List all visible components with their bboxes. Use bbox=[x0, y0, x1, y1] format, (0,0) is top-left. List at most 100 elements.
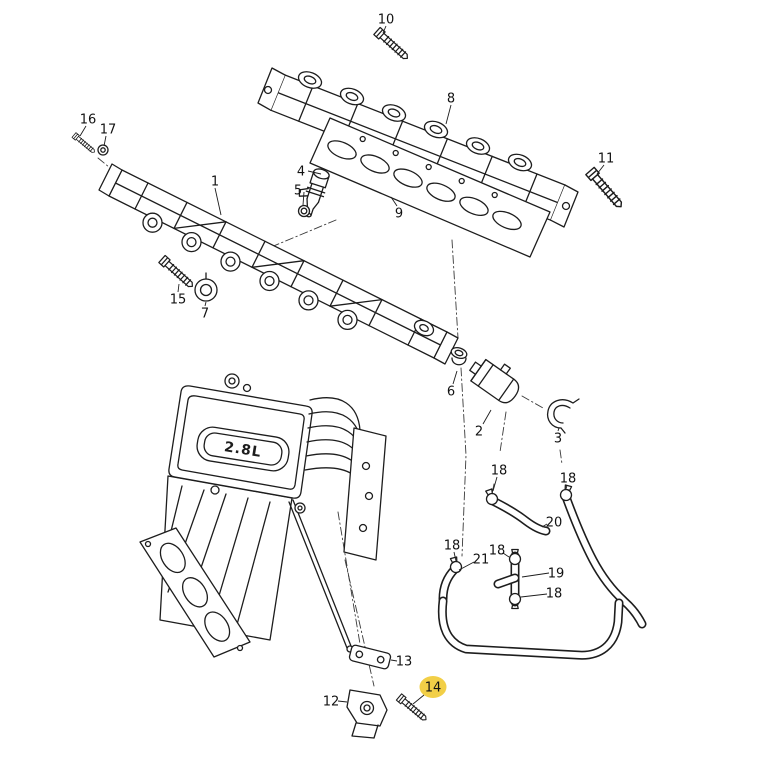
hose-right bbox=[561, 492, 647, 629]
callout-13-22: 13 bbox=[390, 655, 413, 670]
seal-cup bbox=[450, 346, 468, 366]
callout-label-18: 18 bbox=[489, 544, 506, 559]
intake-runners bbox=[304, 397, 371, 511]
callout-leader bbox=[204, 301, 207, 307]
callout-18-21: 18 bbox=[520, 587, 562, 602]
callout-18-14: 18 bbox=[491, 464, 508, 492]
sealing-cap bbox=[194, 272, 218, 302]
callout-label-9: 9 bbox=[395, 207, 403, 222]
callout-7-10: 7 bbox=[201, 301, 209, 322]
callout-11-4: 11 bbox=[596, 152, 615, 175]
callout-14-24: 14 bbox=[412, 676, 447, 705]
bolt-10 bbox=[373, 26, 412, 63]
runner-flange bbox=[343, 427, 387, 561]
callout-2-12: 2 bbox=[475, 409, 492, 440]
callout-label-14: 14 bbox=[425, 681, 442, 696]
hose-bottom bbox=[437, 596, 624, 660]
hose-20 bbox=[488, 496, 551, 536]
callout-leader bbox=[492, 476, 498, 492]
callout-label-18: 18 bbox=[444, 539, 461, 554]
callout-label-18: 18 bbox=[491, 464, 508, 479]
callout-19-20: 19 bbox=[521, 567, 565, 582]
callout-label-10: 10 bbox=[378, 13, 395, 28]
support-rod bbox=[288, 499, 352, 649]
callout-3-13: 3 bbox=[554, 427, 562, 447]
callout-leader bbox=[453, 551, 457, 562]
engine-badge-plate: 2.8L bbox=[196, 426, 290, 472]
callout-label-11: 11 bbox=[598, 152, 615, 167]
bolt-14 bbox=[395, 693, 430, 724]
bracket-12 bbox=[346, 689, 388, 739]
callout-18-18: 18 bbox=[489, 544, 510, 559]
callout-leader bbox=[177, 283, 180, 293]
callout-leader bbox=[103, 135, 107, 147]
callout-label-17: 17 bbox=[100, 123, 117, 138]
callout-18-15: 18 bbox=[560, 472, 577, 490]
hose-21 bbox=[438, 564, 460, 604]
callout-leader bbox=[214, 187, 222, 216]
callout-leader bbox=[445, 104, 452, 125]
callout-15-9: 15 bbox=[170, 283, 186, 308]
callout-label-2: 2 bbox=[475, 425, 483, 440]
callout-8-3: 8 bbox=[445, 92, 455, 125]
upper-intake-manifold bbox=[257, 67, 579, 228]
callout-leader bbox=[382, 25, 387, 34]
fuel-rail bbox=[98, 163, 459, 365]
callout-leader bbox=[412, 694, 425, 705]
callout-leader bbox=[521, 572, 550, 578]
bolt-16 bbox=[71, 132, 97, 155]
callout-label-18: 18 bbox=[560, 472, 577, 487]
callout-5-7: 5 bbox=[294, 184, 305, 206]
callout-9-8: 9 bbox=[390, 196, 403, 222]
callout-label-5: 5 bbox=[294, 184, 302, 199]
intake-flange-plate bbox=[309, 117, 551, 258]
engine-badge: 2.8L bbox=[223, 439, 263, 461]
callout-20-16: 20 bbox=[541, 516, 563, 531]
callout-leader bbox=[541, 523, 548, 528]
callout-label-13: 13 bbox=[396, 655, 413, 670]
callout-leader bbox=[502, 552, 510, 558]
callout-leader bbox=[596, 164, 605, 175]
callout-leader bbox=[452, 370, 458, 385]
callout-label-4: 4 bbox=[297, 165, 305, 180]
callout-label-16: 16 bbox=[80, 113, 97, 128]
fuel-pressure-regulator bbox=[469, 358, 520, 404]
callout-4-6: 4 bbox=[297, 165, 322, 180]
callout-leader bbox=[390, 196, 398, 207]
callout-label-8: 8 bbox=[447, 92, 455, 107]
callout-1-5: 1 bbox=[211, 175, 222, 216]
retaining-clip bbox=[546, 398, 580, 434]
callout-16-1: 16 bbox=[79, 113, 97, 137]
gasket-flange-13 bbox=[348, 644, 392, 670]
callout-leader bbox=[390, 659, 398, 662]
callout-12-23: 12 bbox=[323, 695, 348, 710]
callout-label-20: 20 bbox=[546, 516, 563, 531]
bolt-11 bbox=[585, 166, 626, 212]
callout-6-11: 6 bbox=[447, 370, 458, 400]
injector-o-ring bbox=[297, 204, 311, 218]
callout-label-3: 3 bbox=[554, 432, 562, 447]
callout-leader bbox=[520, 593, 548, 598]
callout-label-7: 7 bbox=[201, 307, 209, 322]
callout-leader bbox=[79, 125, 87, 137]
callout-10-0: 10 bbox=[378, 13, 395, 34]
fuel-injector bbox=[298, 168, 330, 218]
highlight-marker bbox=[419, 676, 447, 698]
callout-leader bbox=[458, 561, 475, 571]
callout-label-21: 21 bbox=[473, 553, 490, 568]
callout-label-1: 1 bbox=[211, 175, 219, 190]
washer-17 bbox=[97, 144, 109, 156]
callout-label-12: 12 bbox=[323, 695, 340, 710]
callout-leader bbox=[482, 409, 492, 425]
callout-18-17: 18 bbox=[444, 539, 461, 562]
assembly-axis-lines bbox=[97, 157, 563, 687]
callout-17-2: 17 bbox=[100, 123, 117, 147]
callout-label-19: 19 bbox=[548, 567, 565, 582]
callout-leader bbox=[337, 700, 348, 703]
callout-leader bbox=[565, 484, 568, 490]
engine-intake-manifold: 2.8L bbox=[139, 373, 387, 658]
bolt-15 bbox=[158, 254, 197, 291]
